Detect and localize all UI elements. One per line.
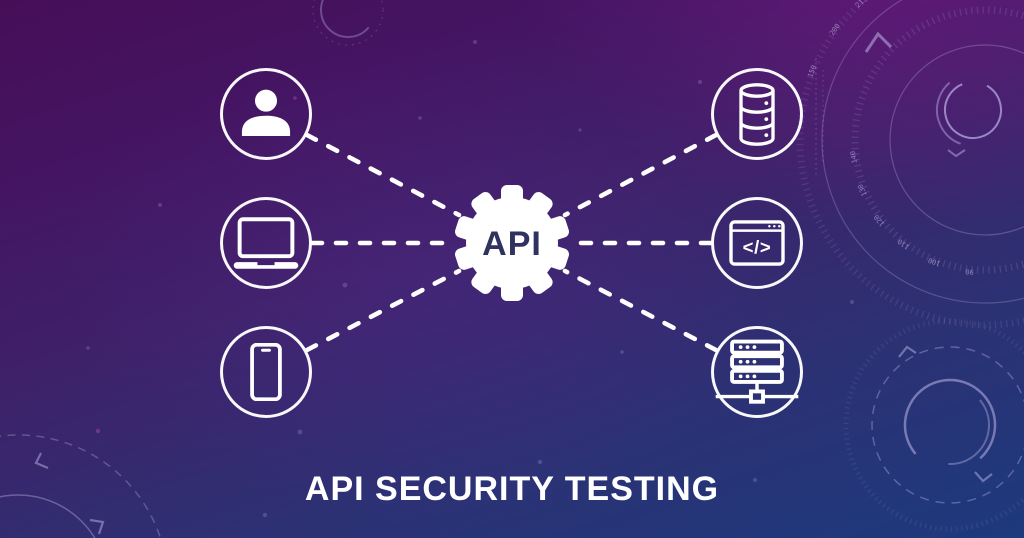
chevron-up-icon bbox=[864, 31, 893, 53]
gear-icon: API bbox=[454, 185, 570, 301]
connector-server-to-api bbox=[562, 268, 719, 353]
node-smartphone bbox=[220, 326, 312, 418]
hud-rings-bottom-left-decoration bbox=[0, 434, 162, 538]
chevron-up-icon bbox=[898, 345, 917, 358]
code-window-icon: </> bbox=[729, 220, 785, 266]
api-hub: API bbox=[442, 173, 582, 313]
chevron-down-icon bbox=[974, 471, 993, 483]
connector-user-to-api bbox=[304, 132, 462, 218]
svg-text:215: 215 bbox=[854, 0, 869, 9]
node-laptop bbox=[220, 197, 312, 289]
svg-text:150: 150 bbox=[806, 64, 818, 79]
node-database bbox=[711, 68, 803, 160]
laptop-icon bbox=[233, 217, 299, 269]
code-symbol: </> bbox=[743, 237, 772, 258]
svg-text:100: 100 bbox=[927, 256, 942, 268]
ring-top-center-decoration bbox=[312, 0, 384, 46]
smartphone-icon bbox=[250, 343, 282, 401]
hud-rings-bottom-right-decoration bbox=[843, 318, 1024, 532]
node-code-window: </> bbox=[711, 197, 803, 289]
svg-text:90: 90 bbox=[965, 267, 974, 276]
connector-database-to-api bbox=[562, 132, 719, 218]
page-title: API SECURITY TESTING bbox=[304, 470, 720, 508]
database-icon bbox=[739, 82, 775, 146]
connector-smartphone-to-api bbox=[304, 268, 462, 353]
svg-text:140: 140 bbox=[849, 150, 859, 164]
chevron-down-icon bbox=[947, 149, 966, 158]
node-server bbox=[711, 326, 803, 418]
node-user bbox=[220, 68, 312, 160]
chevron-right-icon bbox=[89, 518, 105, 535]
api-hub-label: API bbox=[482, 225, 542, 263]
user-icon bbox=[241, 89, 291, 137]
server-icon bbox=[715, 339, 799, 404]
chevron-left-icon bbox=[34, 452, 49, 470]
